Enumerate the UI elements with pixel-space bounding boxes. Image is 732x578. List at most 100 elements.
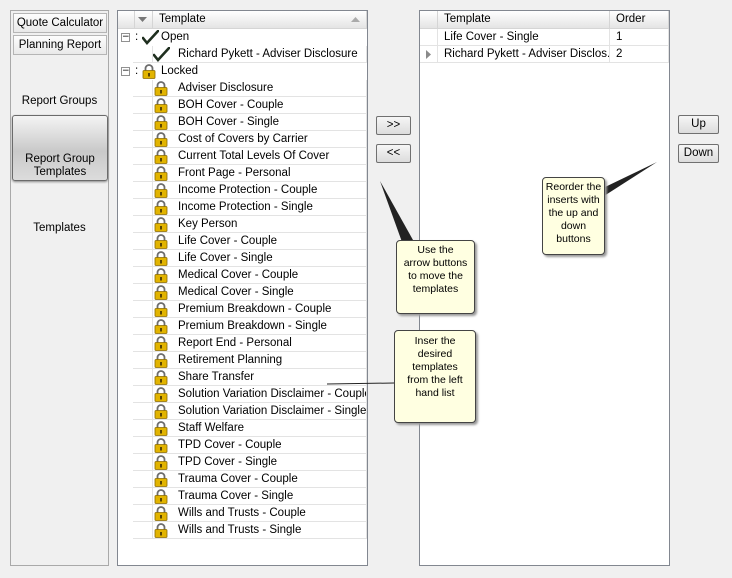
item-icon-cell (153, 437, 173, 454)
remove-template-button[interactable]: << (376, 144, 411, 163)
nav-item-report-groups[interactable]: Report Groups (21, 95, 98, 107)
row-selector[interactable] (133, 522, 153, 539)
item-icon-cell (153, 114, 173, 131)
row-selector[interactable] (133, 46, 153, 63)
row-selector[interactable] (133, 114, 153, 131)
list-item[interactable]: Adviser Disclosure (118, 80, 367, 97)
move-down-button[interactable]: Down (678, 144, 719, 163)
row-selector[interactable] (133, 97, 153, 114)
item-icon-cell (153, 199, 173, 216)
lock-icon (142, 64, 156, 79)
row-selector[interactable] (133, 80, 153, 97)
row-selector[interactable] (133, 199, 153, 216)
template-cell: Solution Variation Disclaimer - Couple (173, 386, 367, 403)
list-item[interactable]: Wills and Trusts - Couple (118, 505, 367, 522)
item-icon-cell (153, 352, 173, 369)
list-item[interactable]: Income Protection - Couple (118, 182, 367, 199)
row-selector[interactable] (133, 335, 153, 352)
list-item[interactable]: Key Person (118, 216, 367, 233)
row-selector[interactable] (133, 420, 153, 437)
item-icon-cell (153, 318, 173, 335)
lock-icon (154, 506, 168, 521)
list-item[interactable]: Premium Breakdown - Couple (118, 301, 367, 318)
add-template-button[interactable]: >> (376, 116, 411, 135)
row-selector[interactable] (133, 318, 153, 335)
row-selector[interactable] (133, 505, 153, 522)
row-selector[interactable] (420, 29, 438, 46)
order-column-header[interactable]: Order (610, 11, 669, 29)
row-selector[interactable] (133, 403, 153, 420)
list-item[interactable]: Front Page - Personal (118, 165, 367, 182)
list-item[interactable]: Medical Cover - Couple (118, 267, 367, 284)
row-selector[interactable] (133, 233, 153, 250)
group-row-open[interactable]: −:Open (118, 29, 367, 46)
list-item[interactable]: Report End - Personal (118, 335, 367, 352)
collapse-icon[interactable]: − (121, 32, 130, 42)
collapse-icon[interactable]: − (121, 66, 130, 76)
row-selector[interactable] (133, 471, 153, 488)
row-selector[interactable] (133, 352, 153, 369)
row-selector[interactable] (133, 488, 153, 505)
list-item[interactable]: Share Transfer (118, 369, 367, 386)
row-selector[interactable] (133, 131, 153, 148)
row-selector[interactable] (133, 386, 153, 403)
row-selector[interactable] (133, 216, 153, 233)
item-icon-cell (153, 471, 173, 488)
template-column-header[interactable]: Template (153, 11, 367, 29)
group-column-header[interactable] (135, 11, 153, 29)
nav-item-templates[interactable]: Templates (33, 222, 86, 234)
tab-quote-calculator[interactable]: Quote Calculator (13, 13, 107, 33)
row-selector[interactable] (133, 165, 153, 182)
table-row[interactable]: Richard Pykett - Adviser Disclos... 2 (420, 46, 669, 63)
list-item[interactable]: Life Cover - Couple (118, 233, 367, 250)
item-icon-cell (153, 369, 173, 386)
list-item[interactable]: Income Protection - Single (118, 199, 367, 216)
list-item[interactable]: TPD Cover - Single (118, 454, 367, 471)
group-row-locked[interactable]: −:Locked (118, 63, 367, 80)
nav-item-report-group-templates[interactable]: Report Group Templates (12, 115, 108, 181)
list-item[interactable]: Cost of Covers by Carrier (118, 131, 367, 148)
template-cell: Income Protection - Couple (173, 182, 367, 199)
list-item[interactable]: Solution Variation Disclaimer - Couple (118, 386, 367, 403)
list-item[interactable]: Trauma Cover - Single (118, 488, 367, 505)
list-item[interactable]: Retirement Planning (118, 352, 367, 369)
list-item[interactable]: BOH Cover - Single (118, 114, 367, 131)
list-item[interactable]: TPD Cover - Couple (118, 437, 367, 454)
list-item[interactable]: Current Total Levels Of Cover (118, 148, 367, 165)
table-row[interactable]: Life Cover - Single 1 (420, 29, 669, 46)
row-selector[interactable] (133, 301, 153, 318)
template-cell: Front Page - Personal (173, 165, 367, 182)
list-item[interactable]: BOH Cover - Couple (118, 97, 367, 114)
row-selector[interactable] (133, 284, 153, 301)
lock-icon (154, 200, 168, 215)
list-item[interactable]: Life Cover - Single (118, 250, 367, 267)
item-icon-cell (153, 131, 173, 148)
move-up-button[interactable]: Up (678, 115, 719, 134)
list-item[interactable]: Wills and Trusts - Single (118, 522, 367, 539)
row-selector[interactable] (133, 369, 153, 386)
tab-planning-report[interactable]: Planning Report (13, 35, 107, 55)
current-row-arrow-icon (426, 50, 431, 59)
lock-icon (154, 183, 168, 198)
list-item[interactable]: Staff Welfare (118, 420, 367, 437)
list-item[interactable]: Richard Pykett - Adviser Disclosure (118, 46, 367, 63)
list-item[interactable]: Premium Breakdown - Single (118, 318, 367, 335)
template-cell: Wills and Trusts - Single (173, 522, 367, 539)
row-selector[interactable] (133, 148, 153, 165)
lock-icon (154, 319, 168, 334)
template-column-header[interactable]: Template (438, 11, 610, 29)
list-item[interactable]: Solution Variation Disclaimer - Single (118, 403, 367, 420)
row-selector[interactable] (133, 250, 153, 267)
group-separator: : (135, 31, 139, 43)
row-selector[interactable] (133, 437, 153, 454)
template-cell: Key Person (173, 216, 367, 233)
item-icon-cell (153, 46, 173, 63)
lock-icon (154, 472, 168, 487)
list-item[interactable]: Trauma Cover - Couple (118, 471, 367, 488)
row-selector[interactable] (420, 46, 438, 63)
lock-icon (154, 268, 168, 283)
list-item[interactable]: Medical Cover - Single (118, 284, 367, 301)
row-selector[interactable] (133, 182, 153, 199)
row-selector[interactable] (133, 454, 153, 471)
